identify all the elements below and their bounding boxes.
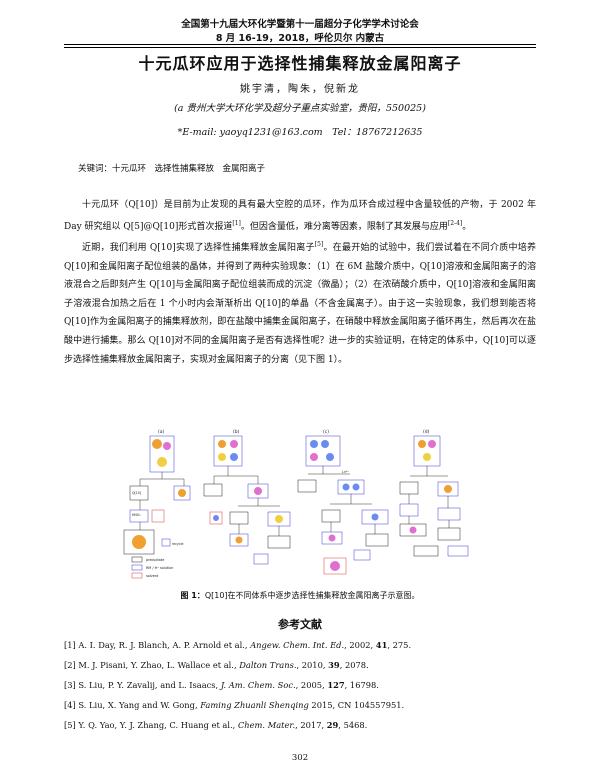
panel-d [399, 435, 469, 557]
caption-text: Q[10]在不同体系中逐步选择性捕集释放金属阳离子示意图。 [204, 591, 420, 600]
header-rule-top [64, 44, 536, 45]
p2-text-b: 。在最开始的试验中，我们尝试着在不同介质中培养 Q[10]和金属阳离子配位组装的… [64, 243, 536, 365]
keywords-label: 关键词： [78, 164, 113, 174]
panel-label-d: (d) [423, 429, 430, 435]
authors: 姚宇清，陶朱，倪新龙 [240, 84, 360, 95]
affiliation: (a 贵州大学大环化学及超分子重点实验室，贵阳，550025) [174, 103, 426, 114]
label-hno3: HNO₃ [132, 513, 141, 517]
paragraph-body: 近期，我们利用 Q[10]实现了选择性捕集释放金属阳离子[5]。在最开始的试验中… [64, 236, 536, 369]
label-ln: Ln³⁺ [342, 470, 349, 474]
legend-solvent: solvent [146, 574, 159, 578]
page-number: 302 [291, 753, 309, 763]
figure-legend: precipitate RM / H⁺ solution solvent [131, 556, 173, 579]
legend-solution: RM / H⁺ solution [146, 566, 173, 570]
keywords-text: 十元瓜环 选择性捕集释放 金属阳离子 [112, 164, 266, 174]
keywords: 关键词：十元瓜环 选择性捕集释放 金属阳离子 [78, 162, 265, 174]
legend-precipitate: precipitate [146, 558, 164, 562]
citation: [2-4] [447, 219, 463, 227]
header-rule-bottom [64, 46, 536, 48]
reference-item: [1] A. I. Day, R. J. Blanch, A. P. Arnol… [64, 640, 412, 650]
figure-1: (a) (b) (c) (d) Q[10] HNO₃ recycle [123, 429, 469, 579]
reference-item: [3] S. Liu, P. Y. Zavalij, and L. Isaacs… [64, 680, 379, 690]
figure-caption: 图 1：Q[10]在不同体系中逐步选择性捕集释放金属阳离子示意图。 [0, 590, 600, 601]
panel-label-c: (c) [323, 429, 329, 435]
panel-label-b: (b) [233, 429, 240, 435]
p2-text-a: 近期，我们利用 Q[10]实现了选择性捕集释放金属阳离子 [82, 243, 315, 253]
p1-text-a: 十元瓜环（Q[10]）是目前为止发现的具有最大空腔的瓜环，作为瓜环合成过程中含量… [64, 200, 536, 232]
reference-item: [2] M. J. Pisani, Y. Zhao, L. Wallace et… [64, 660, 369, 670]
paragraph-intro: 十元瓜环（Q[10]）是目前为止发现的具有最大空腔的瓜环，作为瓜环合成过程中含量… [64, 196, 536, 236]
conference-date: 8 月 16-19，2018，呼伦贝尔 内蒙古 [215, 33, 385, 44]
panel-label-a: (a) [158, 429, 165, 435]
p1-text-b: 。但因含量低，难分离等因素，限制了其发展与应用 [240, 221, 448, 232]
panel-b [203, 435, 291, 565]
citation: [1] [232, 219, 241, 227]
p1-text-c: 。 [462, 221, 472, 232]
panel-a [123, 435, 191, 555]
caption-label: 图 1： [180, 591, 205, 600]
label-recycle: recycle [172, 542, 183, 546]
conference-header: 全国第十九届大环化学暨第十一届超分子化学学术讨论会 [181, 19, 419, 30]
citation: [5] [314, 241, 324, 248]
reference-item: [4] S. Liu, X. Yang and W. Gong, Faming … [64, 700, 405, 710]
label-q10: Q[10] [132, 491, 141, 495]
panel-c [297, 435, 389, 575]
paper-title: 十元瓜环应用于选择性捕集释放金属阳离子 [138, 54, 462, 73]
reference-item: [5] Y. Q. Yao, Y. J. Zhang, C. Huang et … [64, 720, 368, 730]
references-heading: 参考文献 [278, 618, 322, 631]
contact-email: *E-mail: yaoyq1231@163.com Tel：187672126… [177, 127, 423, 138]
